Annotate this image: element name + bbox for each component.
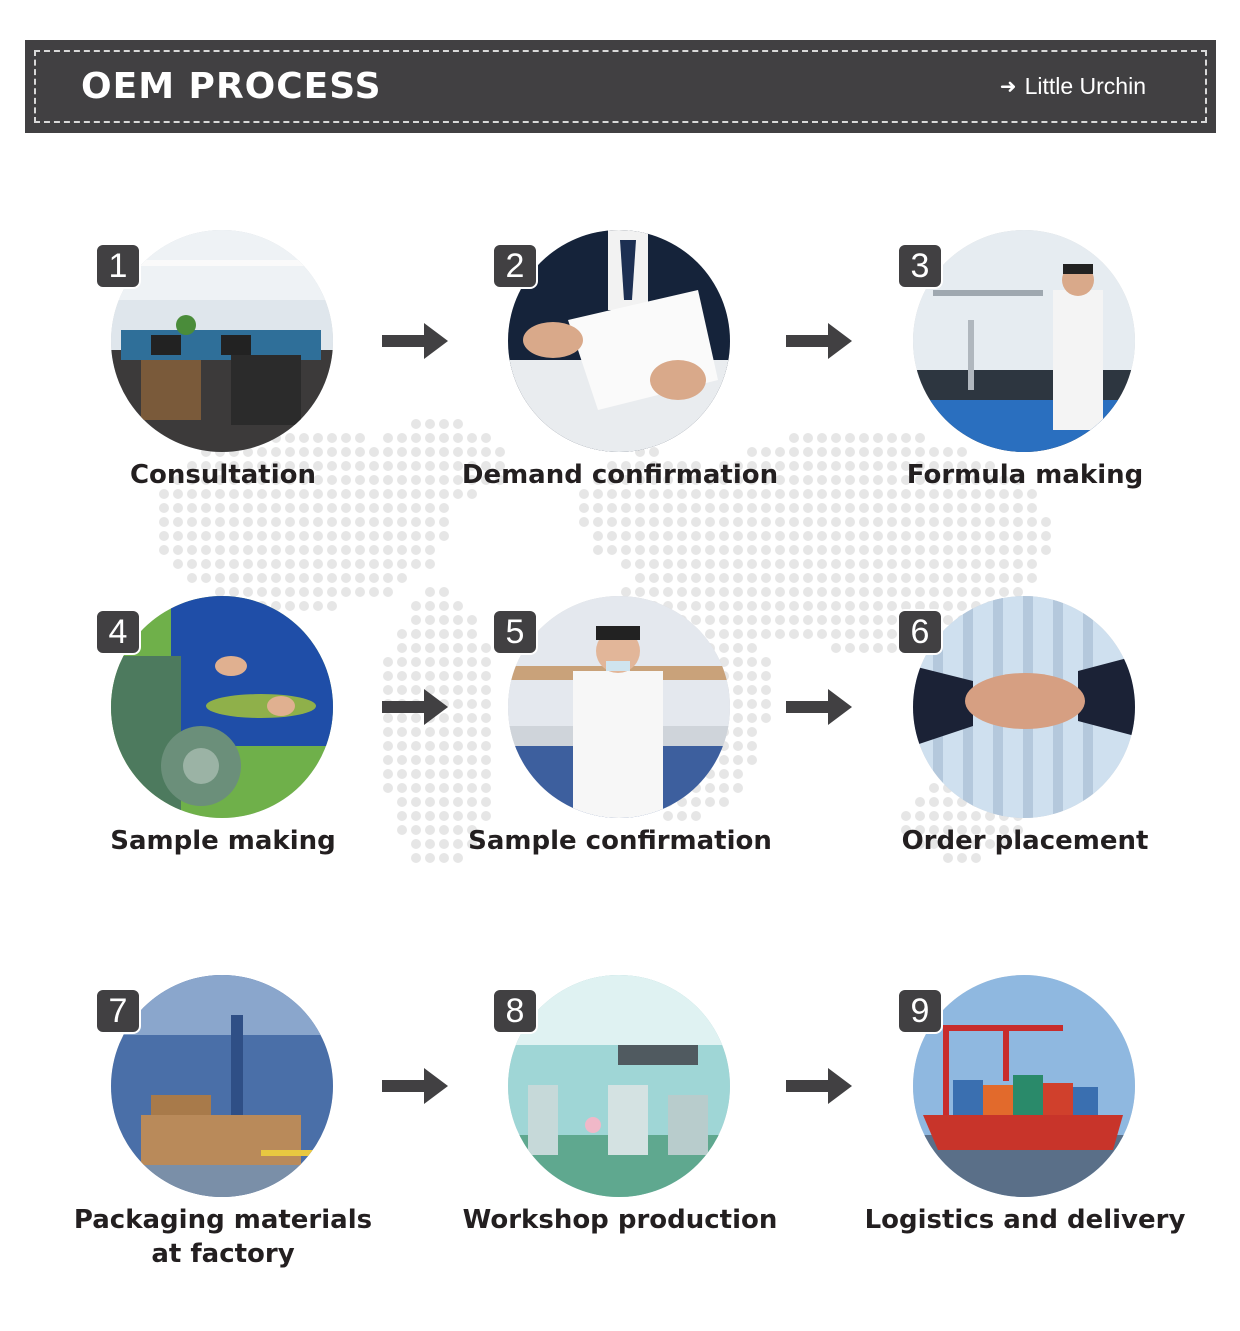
step-2: 2 Demand confirmation bbox=[440, 230, 800, 530]
arrow-right-icon bbox=[382, 1068, 448, 1104]
brand-name: Little Urchin bbox=[1024, 73, 1146, 99]
header-banner: OEM PROCESS ➜ Little Urchin bbox=[25, 40, 1216, 133]
step-label: Sample making bbox=[110, 826, 336, 856]
step-label: Demand confirmation bbox=[461, 460, 779, 490]
step-label: Consultation bbox=[129, 460, 317, 490]
step-number-badge: 2 bbox=[492, 243, 538, 289]
step-3: 3 Formula making bbox=[845, 230, 1205, 530]
arrow-right-icon bbox=[382, 689, 448, 725]
step-number-badge: 4 bbox=[95, 609, 141, 655]
step-9: 9 Logistics and delivery bbox=[845, 975, 1205, 1275]
page-title: OEM PROCESS bbox=[81, 66, 382, 107]
step-label: Formula making bbox=[906, 460, 1144, 490]
banner-dashed-border bbox=[34, 50, 1207, 123]
step-label: Order placement bbox=[901, 826, 1149, 856]
brand-link: ➜ Little Urchin bbox=[1000, 73, 1146, 100]
step-number-badge: 3 bbox=[897, 243, 943, 289]
step-number-badge: 1 bbox=[95, 243, 141, 289]
step-7: 7 Packaging materials at factory bbox=[43, 975, 403, 1275]
step-5: 5 Sample confirmation bbox=[440, 596, 800, 896]
step-number-badge: 6 bbox=[897, 609, 943, 655]
laboratory-photo bbox=[913, 230, 1135, 452]
arrow-right-icon: ➜ bbox=[999, 76, 1017, 98]
step-6: 6 Order placement bbox=[845, 596, 1205, 896]
arrow-right-icon bbox=[382, 323, 448, 359]
step-number-badge: 9 bbox=[897, 988, 943, 1034]
warehouse-photo bbox=[111, 975, 333, 1197]
step-number-badge: 8 bbox=[492, 988, 538, 1034]
step-label: Logistics and delivery bbox=[864, 1205, 1186, 1235]
lab-technician-photo bbox=[508, 596, 730, 818]
sample-machine-photo bbox=[111, 596, 333, 818]
document-signing-photo bbox=[508, 230, 730, 452]
step-8: 8 Workshop production bbox=[440, 975, 800, 1275]
step-label: Workshop production bbox=[462, 1205, 778, 1235]
workshop-photo bbox=[508, 975, 730, 1197]
arrow-right-icon bbox=[786, 1068, 852, 1104]
arrow-right-icon bbox=[786, 323, 852, 359]
step-1: 1 Consultation bbox=[43, 230, 403, 530]
step-label: Sample confirmation bbox=[468, 826, 772, 856]
step-4: 4 Sample making bbox=[43, 596, 403, 896]
handshake-photo bbox=[913, 596, 1135, 818]
step-number-badge: 7 bbox=[95, 988, 141, 1034]
cargo-ship-photo bbox=[913, 975, 1135, 1197]
arrow-right-icon bbox=[786, 689, 852, 725]
office-photo bbox=[111, 230, 333, 452]
step-number-badge: 5 bbox=[492, 609, 538, 655]
step-label: Packaging materials at factory bbox=[73, 1205, 373, 1269]
